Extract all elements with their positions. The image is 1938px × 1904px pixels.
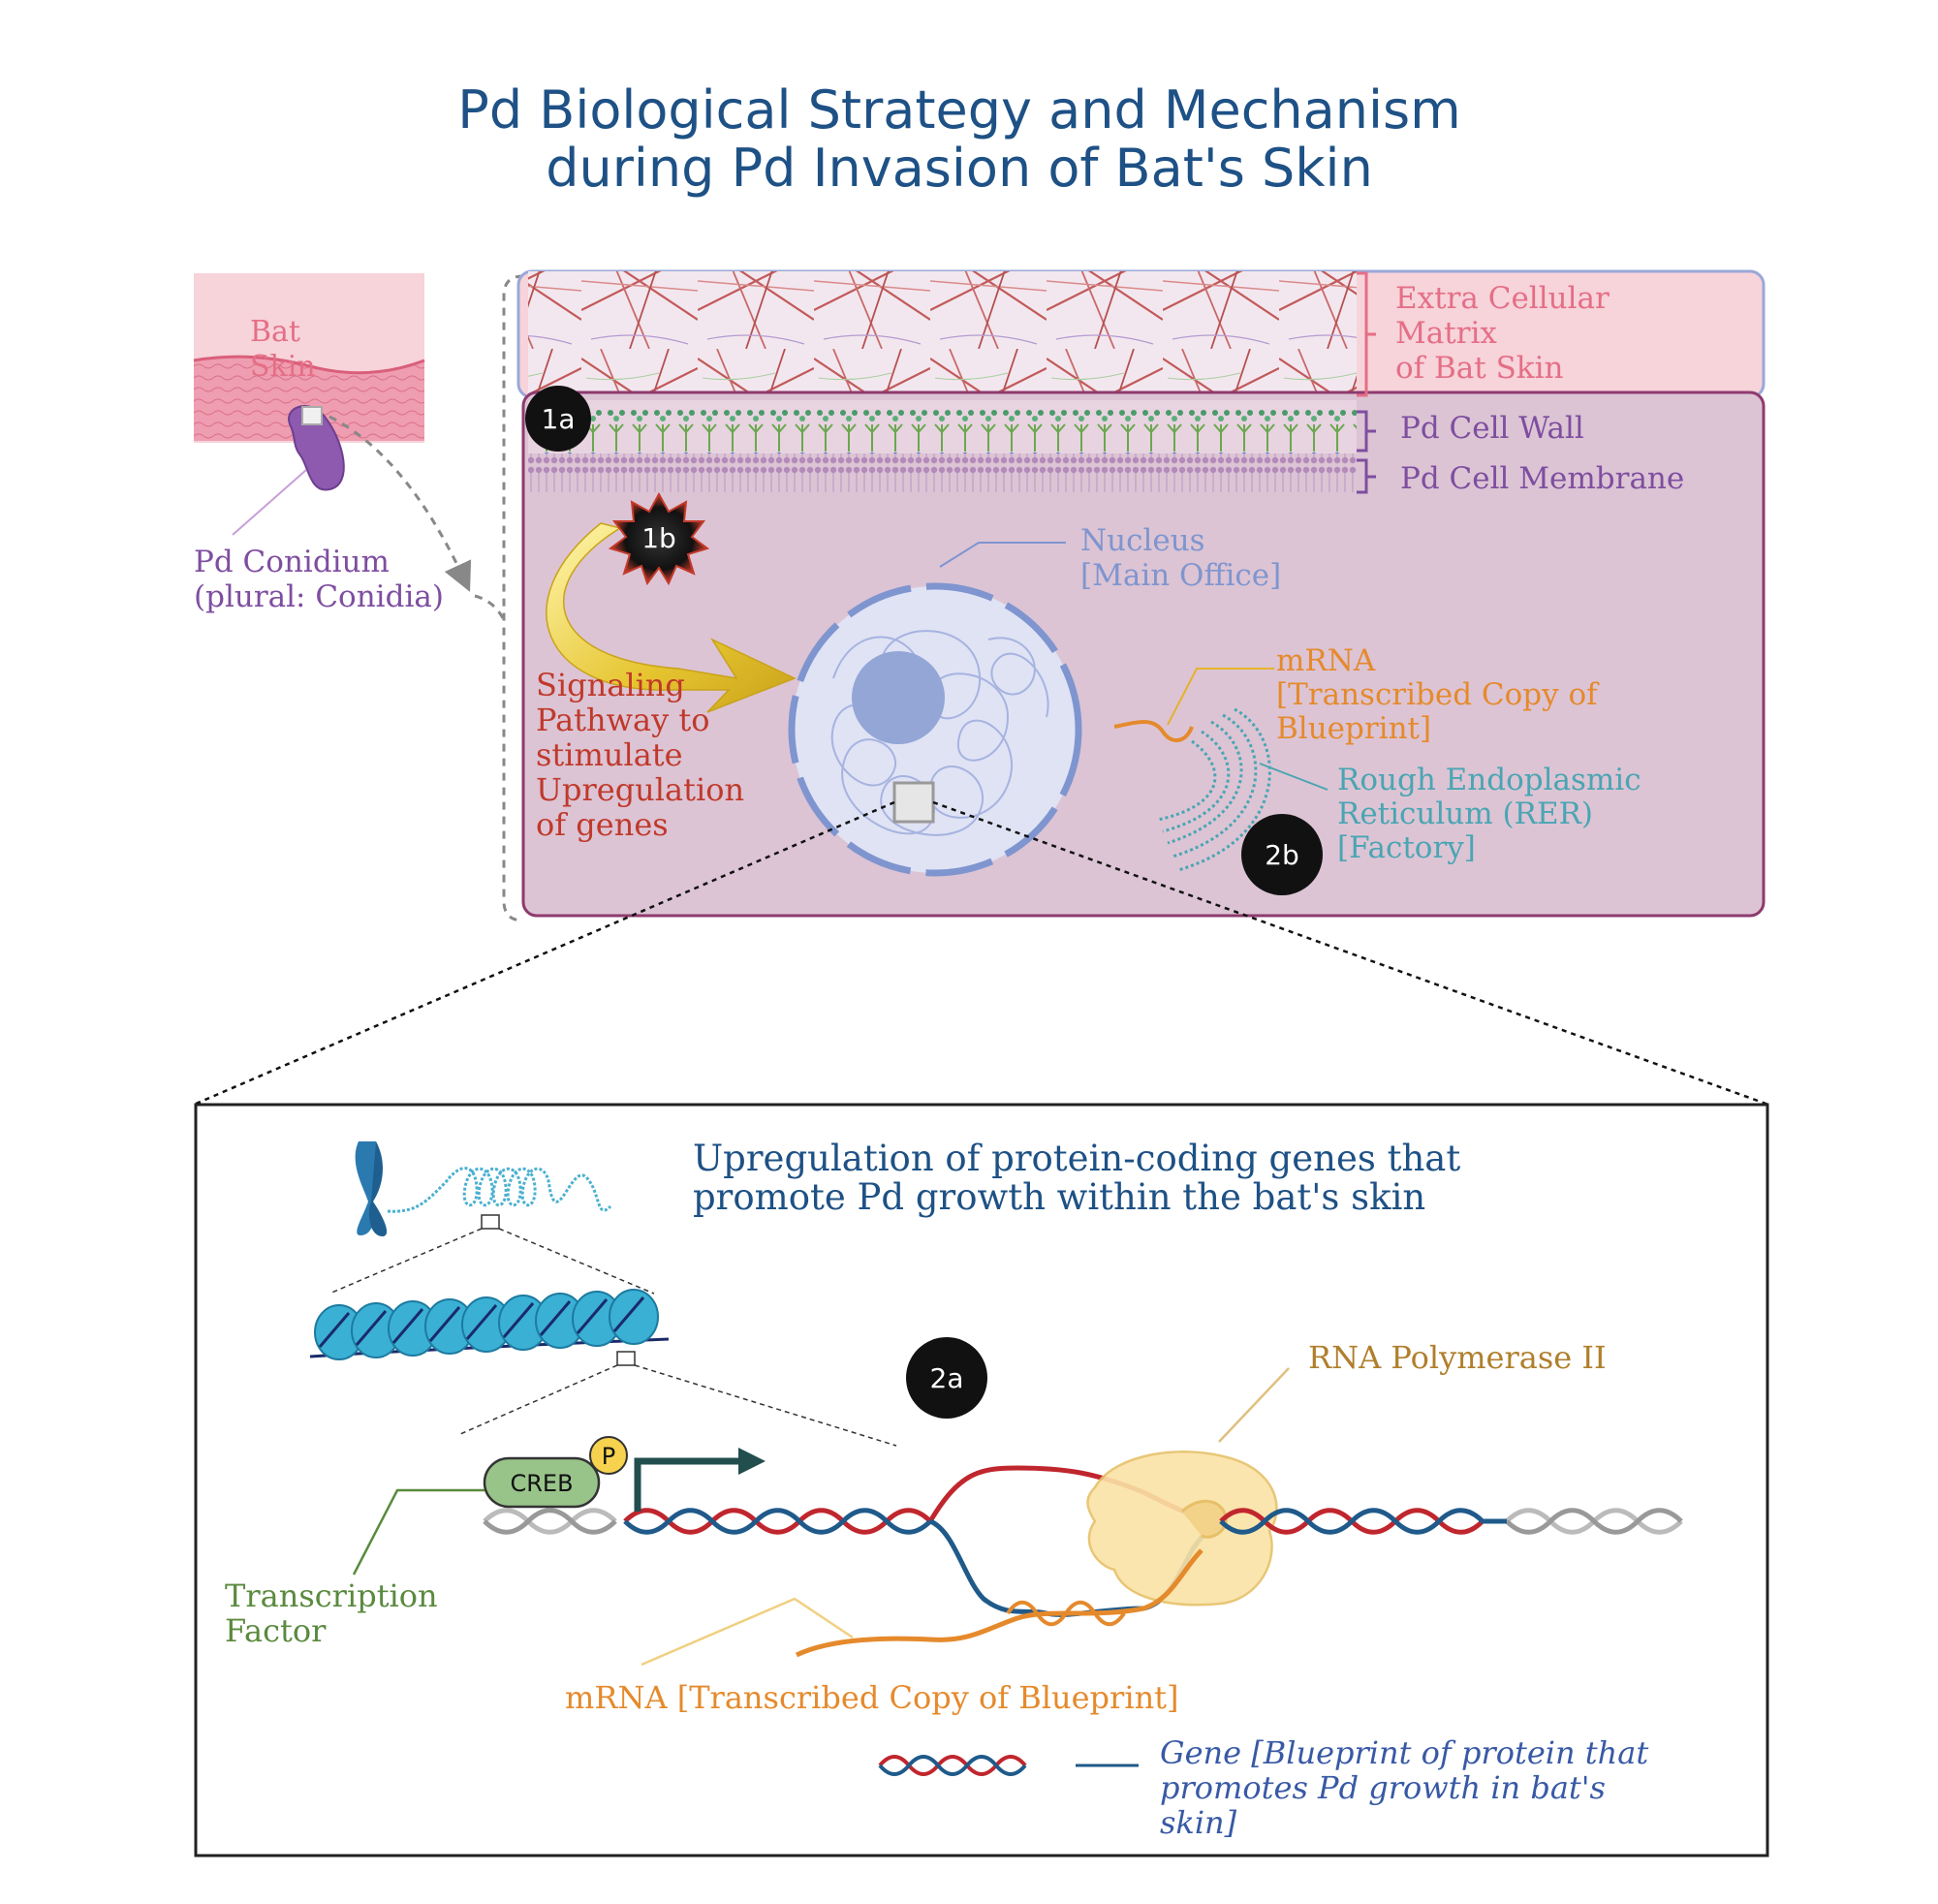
mrna-label-line-2: [Transcribed Copy of xyxy=(1276,677,1600,712)
signaling-label-line-4: Upregulation xyxy=(536,771,744,808)
gene-legend-line-1: Gene [Blueprint of protein that xyxy=(1160,1734,1648,1771)
marker-2a-label: 2a xyxy=(930,1362,964,1394)
nuclear-envelope xyxy=(788,582,1082,877)
pd-cell-panel: Extra Cellular Matrix of Bat Skin Pd Cel… xyxy=(516,269,1766,918)
dna-flank-left xyxy=(483,1508,617,1535)
gene-dna-red-strand xyxy=(623,1508,932,1535)
mrna-label-line-3: Blueprint] xyxy=(1276,711,1431,746)
chromosome-icon xyxy=(355,1141,388,1236)
gene-dna-blue-strand-right xyxy=(1219,1508,1507,1535)
nucleolus xyxy=(852,651,945,744)
cell-wall-layer xyxy=(528,400,1357,454)
marker-1b-label: 1b xyxy=(641,522,676,554)
zoom-box-nucleus xyxy=(892,781,935,824)
rough-endoplasmic-reticulum xyxy=(1157,707,1271,872)
ecm-label-line-1: Extra Cellular xyxy=(1395,281,1610,316)
signaling-label-line-1: Signaling xyxy=(536,667,685,703)
ecm-bracket xyxy=(1357,271,1376,397)
gene-dna-blue-strand xyxy=(623,1508,932,1535)
bat-skin-layer xyxy=(194,357,424,441)
transcription-start-arrow xyxy=(634,1457,744,1512)
rna-polymerase-ii xyxy=(1086,1451,1278,1607)
marker-1a-label: 1a xyxy=(542,403,576,435)
cell-wall-label: Pd Cell Wall xyxy=(1400,411,1584,446)
cell-membrane-bracket xyxy=(1357,458,1376,494)
rer-label-line-2: Reticulum (RER) xyxy=(1337,796,1593,831)
gene-legend-line-2: promotes Pd growth in bat's xyxy=(1160,1769,1606,1806)
marker-2b-label: 2b xyxy=(1265,839,1299,871)
zoom-box-chromatin xyxy=(481,1214,500,1230)
tf-label-line-1: Transcription xyxy=(225,1577,438,1614)
ecm-label-line-3: of Bat Skin xyxy=(1395,351,1564,386)
ecm-label-line-2: Matrix xyxy=(1395,316,1497,351)
rna-polymerase-label: RNA Polymerase II xyxy=(1308,1339,1607,1376)
bat-skin-label-line-2: Skin xyxy=(250,350,316,384)
marker-1a xyxy=(525,386,591,452)
zoom-box-small xyxy=(301,406,323,425)
nucleus xyxy=(788,582,1082,877)
cytoplasm-mrna xyxy=(1113,720,1194,742)
bat-skin-panel: Bat Skin Pd Conidium (plural: Conidia) xyxy=(193,273,524,922)
creb-protein xyxy=(483,1456,601,1509)
title-line-1: Pd Biological Strategy and Mechanism xyxy=(457,79,1460,140)
legend-dna-blue xyxy=(878,1755,1027,1776)
mrna-label-line-1: mRNA xyxy=(1276,643,1376,678)
zoom-bracket xyxy=(502,274,524,922)
rer-label-line-3: [Factory] xyxy=(1337,830,1476,865)
marker-2a xyxy=(906,1337,987,1419)
gene-legend: Gene [Blueprint of protein that promotes… xyxy=(878,1734,1648,1841)
marker-2b xyxy=(1241,814,1323,895)
zoom-connector-arrow xyxy=(328,415,472,592)
marker-1b xyxy=(608,491,710,586)
title-line-2: during Pd Invasion of Bat's Skin xyxy=(546,138,1373,199)
signaling-label-line-2: Pathway to xyxy=(536,702,709,738)
legend-dna-red xyxy=(878,1755,1027,1776)
gene-legend-line-3: skin] xyxy=(1160,1804,1237,1841)
nucleus-label-line-1: Nucleus xyxy=(1080,523,1205,558)
nucleus-label-line-2: [Main Office] xyxy=(1080,558,1281,593)
rer-label-line-1: Rough Endoplasmic xyxy=(1337,763,1641,797)
creb-label: CREB xyxy=(510,1470,573,1497)
bottom-heading-line-2: promote Pd growth within the bat's skin xyxy=(693,1176,1425,1218)
mrna-leader-line-bottom xyxy=(641,1597,854,1667)
chromatin xyxy=(830,630,1014,836)
conidium-leader-line xyxy=(232,469,307,536)
tf-label-line-2: Factor xyxy=(225,1612,327,1649)
rer-leader-line xyxy=(1259,763,1328,791)
cell-wall-bracket xyxy=(1357,410,1376,453)
tf-leader-line xyxy=(352,1488,484,1576)
signaling-label-line-3: stimulate xyxy=(536,736,683,773)
zoom-line-right xyxy=(932,800,1769,1107)
gene-upregulation-panel: Upregulation of protein-coding genes tha… xyxy=(194,1103,1769,1857)
bottom-heading-line-1: Upregulation of protein-coding genes tha… xyxy=(693,1138,1460,1179)
pd-conidium-label-line-1: Pd Conidium xyxy=(194,545,390,579)
bottom-panel-frame xyxy=(194,1103,1769,1857)
zoom-line-left xyxy=(193,800,895,1107)
cell-membrane-label: Pd Cell Membrane xyxy=(1400,461,1684,496)
ecm-fibers xyxy=(528,271,1357,397)
pd-conidium-label-line-2: (plural: Conidia) xyxy=(194,579,444,614)
zoom-box-nucleosome xyxy=(616,1351,636,1366)
signaling-arrow xyxy=(546,522,797,713)
phosphate-group xyxy=(589,1436,628,1475)
nucleosome-fiber xyxy=(309,1289,670,1360)
mrna-bottom-label: mRNA [Transcribed Copy of Blueprint] xyxy=(565,1679,1179,1716)
bat-skin-label-line-1: Bat xyxy=(250,315,300,349)
nucleus-leader-line xyxy=(939,542,1066,568)
signaling-label-line-5: of genes xyxy=(536,806,669,843)
mrna-leader-line xyxy=(1167,668,1274,726)
cell-membrane-layer xyxy=(528,453,1357,492)
mrna-transcript xyxy=(795,1548,1203,1658)
phosphate-label: P xyxy=(602,1443,615,1470)
rna-polymerase-leader xyxy=(1218,1367,1290,1443)
